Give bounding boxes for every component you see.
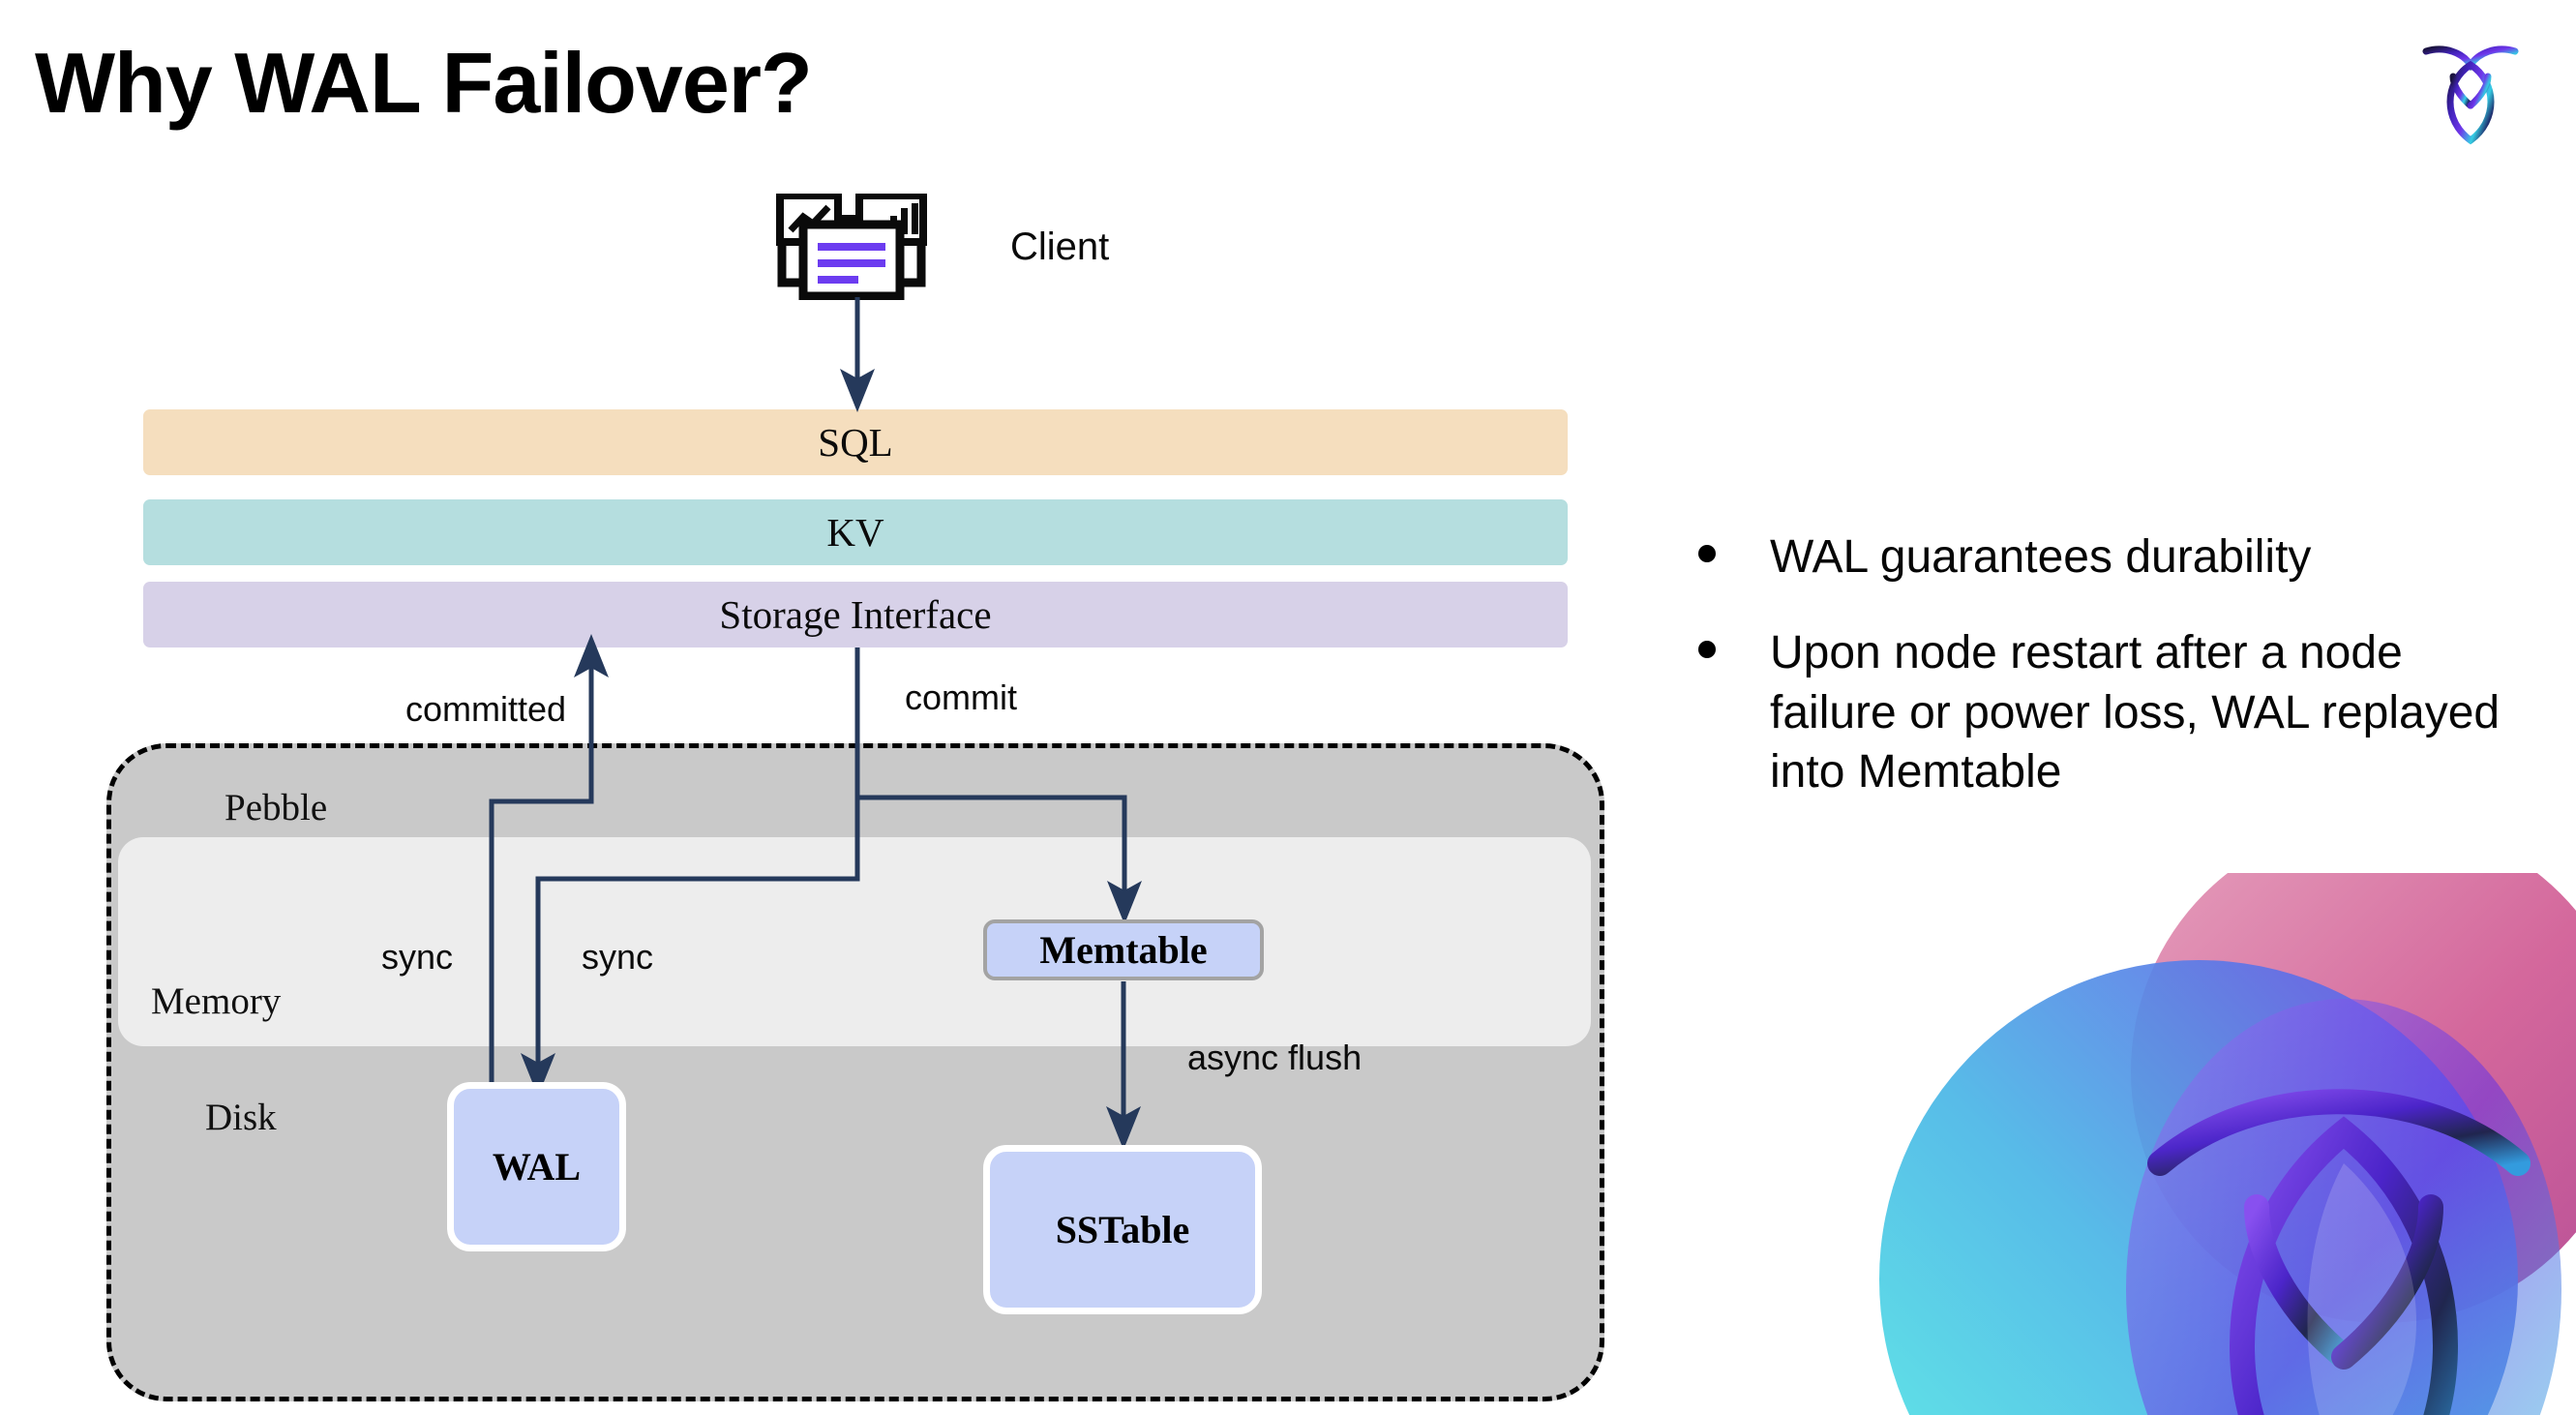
bullet-dot-icon <box>1698 545 1716 562</box>
node-label-wal: WAL <box>492 1145 582 1189</box>
edge-label-commit: commit <box>905 677 1017 717</box>
list-item: Upon node restart after a node failure o… <box>1698 623 2531 801</box>
cockroachdb-logo-icon <box>2412 24 2529 145</box>
layer-label-storage: Storage Interface <box>719 592 992 637</box>
layer-bar-kv: KV <box>143 499 1568 565</box>
layer-label-sql: SQL <box>818 420 893 465</box>
client-label: Client <box>1010 226 1110 268</box>
bullet-dot-icon <box>1698 641 1716 659</box>
layer-label-kv: KV <box>826 510 884 555</box>
node-sstable: SSTable <box>983 1145 1262 1314</box>
memory-label: Memory <box>151 980 282 1022</box>
edge-label-async-flush: async flush <box>1187 1038 1363 1077</box>
node-wal: WAL <box>447 1082 626 1251</box>
node-label-memtable: Memtable <box>1039 928 1208 972</box>
disk-label: Disk <box>205 1097 277 1138</box>
bullet-list: WAL guarantees durability Upon node rest… <box>1698 527 2531 839</box>
edge-label-committed: committed <box>405 689 567 729</box>
edge-label-sync-left: sync <box>381 937 454 977</box>
layer-bar-sql: SQL <box>143 409 1568 475</box>
node-memtable: Memtable <box>983 919 1264 980</box>
bullet-text: WAL guarantees durability <box>1770 531 2312 583</box>
bullet-text: Upon node restart after a node failure o… <box>1770 627 2501 798</box>
layer-bar-storage: Storage Interface <box>143 582 1568 647</box>
node-label-sstable: SSTable <box>1055 1208 1190 1251</box>
page-title: Why WAL Failover? <box>35 35 813 131</box>
edge-label-sync-right: sync <box>582 937 654 977</box>
pebble-label: Pebble <box>225 787 328 828</box>
memory-region <box>118 837 1591 1046</box>
decorative-circles-graphic <box>1841 873 2576 1415</box>
client-terminal-icon <box>774 192 929 301</box>
list-item: WAL guarantees durability <box>1698 527 2531 587</box>
